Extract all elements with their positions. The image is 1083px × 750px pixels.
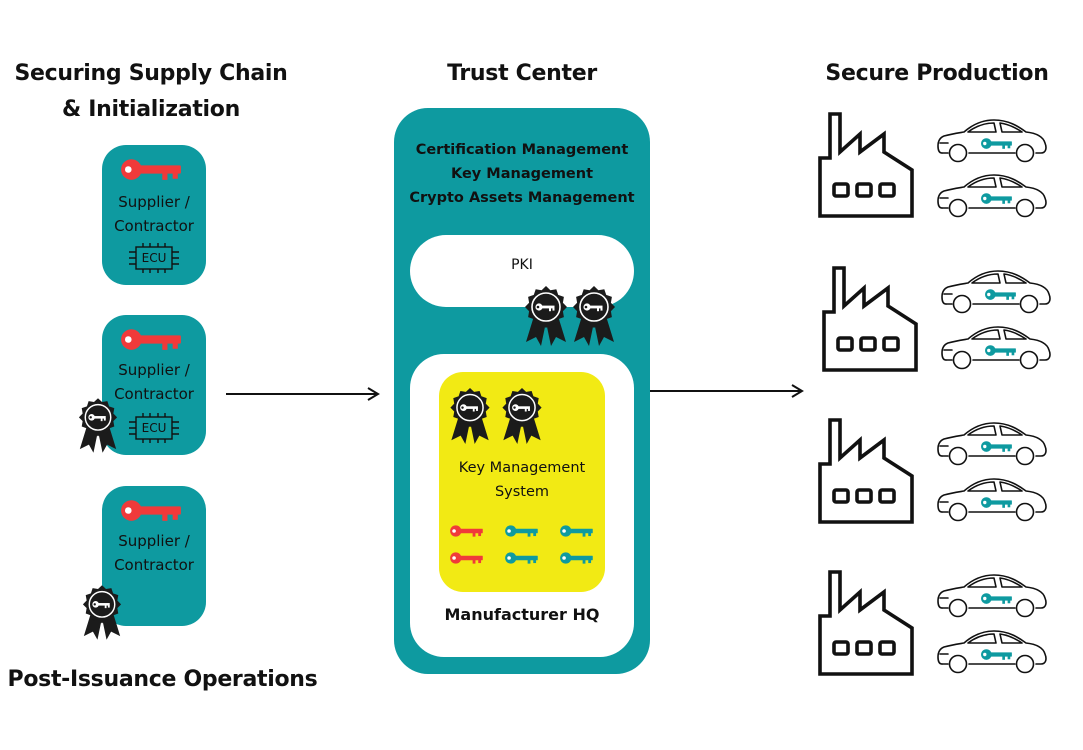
certificate-badge-icon	[448, 388, 492, 444]
teal-key-icon	[980, 592, 1014, 605]
trust-center-services: Certification Management Key Management …	[409, 142, 635, 206]
teal-key-icon	[559, 551, 595, 565]
ecu-chip-icon: ECU	[127, 413, 181, 443]
red-key-icon	[449, 524, 485, 538]
certificate-badge-icon	[78, 398, 118, 453]
certificate-badge-icon	[524, 286, 568, 346]
teal-key-icon	[980, 137, 1014, 150]
heading-trust-center: Trust Center	[447, 61, 597, 86]
car-icon	[936, 570, 1048, 620]
ecu-chip-icon: ECU	[127, 243, 181, 273]
certificate-badge-icon	[82, 585, 122, 640]
teal-key-icon	[504, 551, 540, 565]
factory-icon	[818, 418, 914, 524]
heading-supply-chain: Securing Supply Chain & Initialization	[14, 61, 288, 122]
factory-icon	[822, 266, 918, 372]
factory-icon	[818, 112, 914, 218]
factory-icon	[818, 570, 914, 676]
red-key-icon	[449, 551, 485, 565]
teal-key-icon	[984, 288, 1018, 301]
red-key-icon	[119, 157, 185, 182]
car-icon	[940, 322, 1052, 372]
supplier-card: Supplier / Contractor ECU	[102, 315, 206, 455]
certificate-badge-icon	[500, 388, 544, 444]
teal-key-icon	[980, 192, 1014, 205]
teal-key-icon	[984, 344, 1018, 357]
key-management-system-box: Key Management System	[439, 372, 605, 592]
teal-key-icon	[504, 524, 540, 538]
supplier-card: Supplier / Contractor ECU	[102, 145, 206, 285]
car-icon	[936, 170, 1048, 220]
arrow-right-icon	[226, 387, 380, 401]
teal-key-icon	[980, 496, 1014, 509]
trust-center-panel: Certification Management Key Management …	[394, 108, 650, 674]
car-icon	[936, 418, 1048, 468]
teal-key-icon	[980, 648, 1014, 661]
car-icon	[940, 266, 1052, 316]
heading-post-issuance: Post-Issuance Operations	[7, 667, 318, 692]
red-key-icon	[119, 327, 185, 352]
manufacturer-hq-box: Key Management System Manufacturer HQ	[410, 354, 634, 657]
heading-secure-production: Secure Production	[825, 61, 1049, 86]
arrow-right-icon	[650, 384, 804, 398]
car-icon	[936, 115, 1048, 165]
car-icon	[936, 474, 1048, 524]
car-icon	[936, 626, 1048, 676]
teal-key-icon	[559, 524, 595, 538]
teal-key-icon	[980, 440, 1014, 453]
red-key-icon	[119, 498, 185, 523]
certificate-badge-icon	[572, 286, 616, 346]
